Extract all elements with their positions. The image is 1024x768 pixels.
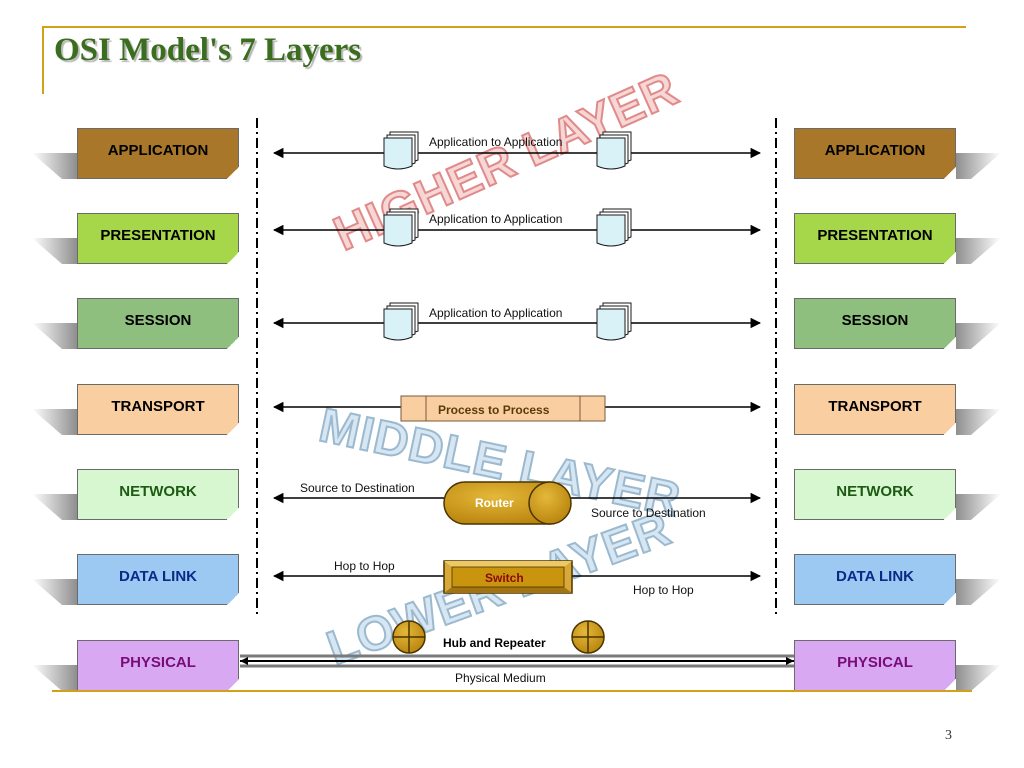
title-top-rule [42,26,966,28]
layer-label: PHYSICAL [837,654,913,671]
page-fold-corner [944,423,956,435]
layer-shadow [32,324,78,349]
title-frame [42,26,966,94]
hub-icon [392,620,605,654]
right-layer-data-link: DATA LINK [794,554,956,605]
session-link-label: Application to Application [429,306,563,320]
page-fold-corner [227,337,239,349]
layer-shadow [32,410,78,435]
datalink-link-label-right: Hop to Hop [633,583,694,597]
layer-label: PHYSICAL [120,654,196,671]
layer-shadow [32,580,78,605]
bottom-rule [52,690,972,692]
right-layer-transport: TRANSPORT [794,384,956,435]
layer-shadow [32,239,78,264]
right-layer-application: APPLICATION [794,128,956,179]
layer-shadow [32,495,78,520]
presentation-link-label: Application to Application [429,212,563,226]
layer-label: PRESENTATION [817,227,933,244]
page-fold-corner [944,508,956,520]
page-number: 3 [945,728,952,743]
layer-label: APPLICATION [107,142,209,159]
layer-shadow [955,665,1001,691]
layer-label: APPLICATION [824,142,926,159]
left-layer-presentation: PRESENTATION [77,213,239,264]
router-icon [443,481,572,525]
left-layer-physical: PHYSICAL [77,640,239,691]
page-fold-corner [944,337,956,349]
left-layer-transport: TRANSPORT [77,384,239,435]
layer-label: NETWORK [119,483,197,500]
title-side-rule [42,26,44,94]
layer-shadows [32,153,1001,691]
page-fold-corner [227,423,239,435]
document-stack-icon [383,302,419,341]
layer-shadow [955,409,1001,435]
page-fold-corner [227,593,239,605]
left-layer-session: SESSION [77,298,239,349]
layer-shadow [955,579,1001,605]
page-fold-corner [944,252,956,264]
application-link-label: Application to Application [429,135,563,149]
document-stack-icon [383,208,419,247]
physical-medium-cable [240,654,796,668]
layer-shadow [955,494,1001,520]
document-stack-icon [596,208,632,247]
layer-label: PRESENTATION [100,227,216,244]
left-layer-data-link: DATA LINK [77,554,239,605]
page-fold-corner [944,593,956,605]
layer-label: SESSION [841,312,909,329]
layer-label: DATA LINK [118,568,198,585]
document-stack-icon [383,131,632,341]
left-layer-application: APPLICATION [77,128,239,179]
router-label: Router [475,496,514,510]
slide-title: OSI Model's 7 Layers [54,32,362,68]
process-bar [400,395,606,422]
transport-link-label: Process to Process [438,403,550,417]
layer-label: DATA LINK [835,568,915,585]
right-layer-session: SESSION [794,298,956,349]
document-stack-icon [383,131,419,170]
layer-shadow [955,323,1001,349]
layer-label: TRANSPORT [828,398,922,415]
layer-label: TRANSPORT [111,398,205,415]
network-link-label-left: Source to Destination [300,481,415,495]
hub-label: Hub and Repeater [443,636,546,650]
page-fold-corner [944,679,956,691]
layer-label: SESSION [124,312,192,329]
page-fold-corner [227,252,239,264]
left-layer-network: NETWORK [77,469,239,520]
layer-shadow [32,154,78,179]
switch-icon [443,560,573,594]
document-stack-icon [596,302,632,341]
switch-label: Switch [485,571,524,585]
page-fold-corner [944,167,956,179]
page-fold-corner [227,679,239,691]
page-fold-corner [227,508,239,520]
document-stack-icon [596,131,632,170]
layer-shadow [955,238,1001,264]
right-layer-physical: PHYSICAL [794,640,956,691]
page-fold-corner [227,167,239,179]
layer-label: NETWORK [836,483,914,500]
layer-shadow [955,153,1001,179]
physical-link-label: Physical Medium [455,671,546,685]
network-link-label-right: Source to Destination [591,506,706,520]
datalink-link-label-left: Hop to Hop [334,559,395,573]
right-layer-network: NETWORK [794,469,956,520]
right-layer-presentation: PRESENTATION [794,213,956,264]
layer-shadow [32,666,78,691]
